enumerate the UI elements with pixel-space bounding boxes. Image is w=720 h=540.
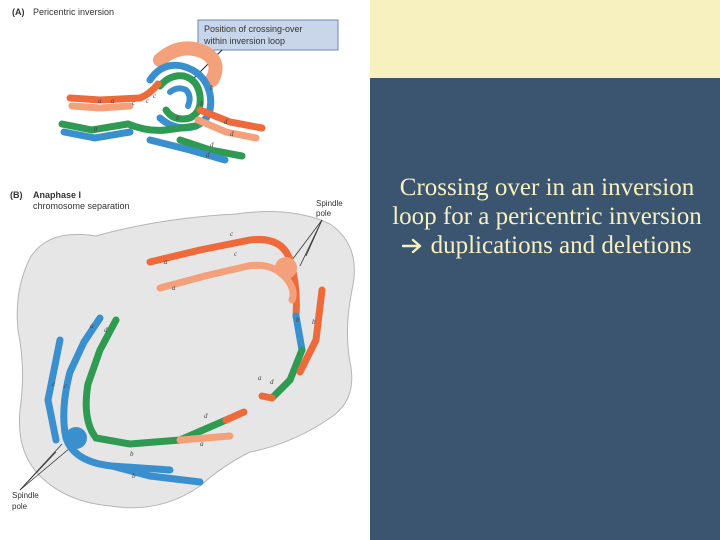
chromosome-blue-left (44, 336, 64, 444)
chromosome-orange-a (66, 94, 144, 104)
spindle-bottom-lines (19, 443, 71, 491)
slide-caption: Crossing over in an inversion loop for a… (382, 173, 712, 260)
panel-a-letter: (A) (12, 7, 25, 17)
chromosome-green-a (58, 120, 132, 134)
spindle-bottom-line-2: pole (12, 502, 28, 511)
caption-text-after-arrow: duplications and deletions (430, 232, 692, 259)
gene-label-c: c (230, 230, 234, 238)
pairing-gene-labels: a a a c c c b b b d d d d (94, 84, 234, 159)
spindle-top-line-1: Spindle (316, 199, 343, 208)
chromosome-salmon-b (194, 116, 260, 142)
gene-label-d: d (230, 130, 234, 138)
panel-a-title: Pericentric inversion (33, 7, 114, 17)
gene-label-c: c (132, 99, 136, 107)
caption-panel (370, 78, 720, 540)
gene-label-d: d (204, 412, 208, 420)
link-green (124, 120, 200, 134)
gene-label-b: b (296, 316, 300, 324)
gene-label-b: b (200, 100, 204, 108)
anaphase-gene-labels: c c a a b b a d a d c c d a b b (52, 230, 316, 480)
spindle-top-line-2: pole (316, 209, 332, 218)
gene-label-d: d (224, 118, 228, 126)
chromosome-orange-b (196, 106, 266, 132)
gene-label-c: c (234, 250, 238, 258)
dividing-cell (16, 211, 355, 509)
gene-label-c: c (64, 382, 68, 390)
callout-box (197, 19, 339, 51)
gene-label-c: c (153, 92, 157, 100)
spindle-bottom-line-1: Spindle (12, 491, 39, 500)
pairing-loop (58, 41, 266, 164)
gene-label-b: b (130, 450, 134, 458)
gene-label-a: a (94, 125, 98, 133)
callout-line-2: within inversion loop (203, 36, 285, 46)
centromere-top (275, 257, 297, 279)
chromosome-green-right (268, 346, 306, 402)
loop-salmon-top (153, 41, 223, 87)
chromosome-blue-bottom (108, 462, 204, 486)
right-arrow-icon (402, 238, 422, 254)
gene-label-a: a (111, 97, 115, 105)
callout-line-1: Position of crossing-over (204, 24, 303, 34)
chromosome-blue-a (60, 128, 134, 142)
centromere-bottom (65, 427, 87, 449)
chromosome-orange-right (296, 286, 326, 376)
cream-header-band (370, 0, 720, 78)
chromosome-green-b (176, 136, 246, 160)
figure-svg: (A) Pericentric inversion Position of cr… (10, 7, 355, 511)
gene-label-d: d (270, 378, 274, 386)
caption-text-before-arrow: Crossing over in an inversion loop for a… (392, 174, 702, 230)
gene-label-b: b (132, 472, 136, 480)
chromosome-blue-right (292, 312, 306, 354)
inversion-figure: (A) Pericentric inversion Position of cr… (10, 7, 355, 511)
gene-label-b: b (210, 84, 214, 92)
gene-label-d: d (104, 326, 108, 334)
gene-label-a: a (98, 97, 102, 105)
gene-label-a: a (164, 258, 168, 266)
gene-label-a: a (200, 440, 204, 448)
gene-label-c: c (52, 380, 56, 388)
panel-b-title-1: Anaphase I (33, 190, 81, 200)
chromosome-blue-b (146, 136, 229, 164)
loop-blue-inner (167, 85, 193, 109)
panel-b-letter: (B) (10, 190, 23, 200)
gene-label-a: a (90, 322, 94, 330)
chromosome-orange-lower-tip (222, 408, 248, 424)
gene-label-d: d (210, 141, 214, 149)
gene-label-b: b (176, 114, 180, 122)
chromosome-salmon-a (68, 102, 134, 112)
link-orange (136, 80, 162, 102)
chromosome-orange-tip (258, 392, 276, 402)
gene-label-a: a (172, 284, 176, 292)
chromosome-green-lower (82, 316, 230, 448)
gene-label-b: b (312, 318, 316, 326)
gene-label-c: c (146, 97, 150, 105)
spindle-top-lines (291, 219, 323, 267)
panel-b-title-2: chromosome separation (33, 201, 130, 211)
loop-green-inner (156, 72, 204, 123)
chromosome-salmon-lower (176, 432, 234, 444)
gene-label-a: a (258, 374, 262, 382)
gene-label-d: d (206, 151, 210, 159)
